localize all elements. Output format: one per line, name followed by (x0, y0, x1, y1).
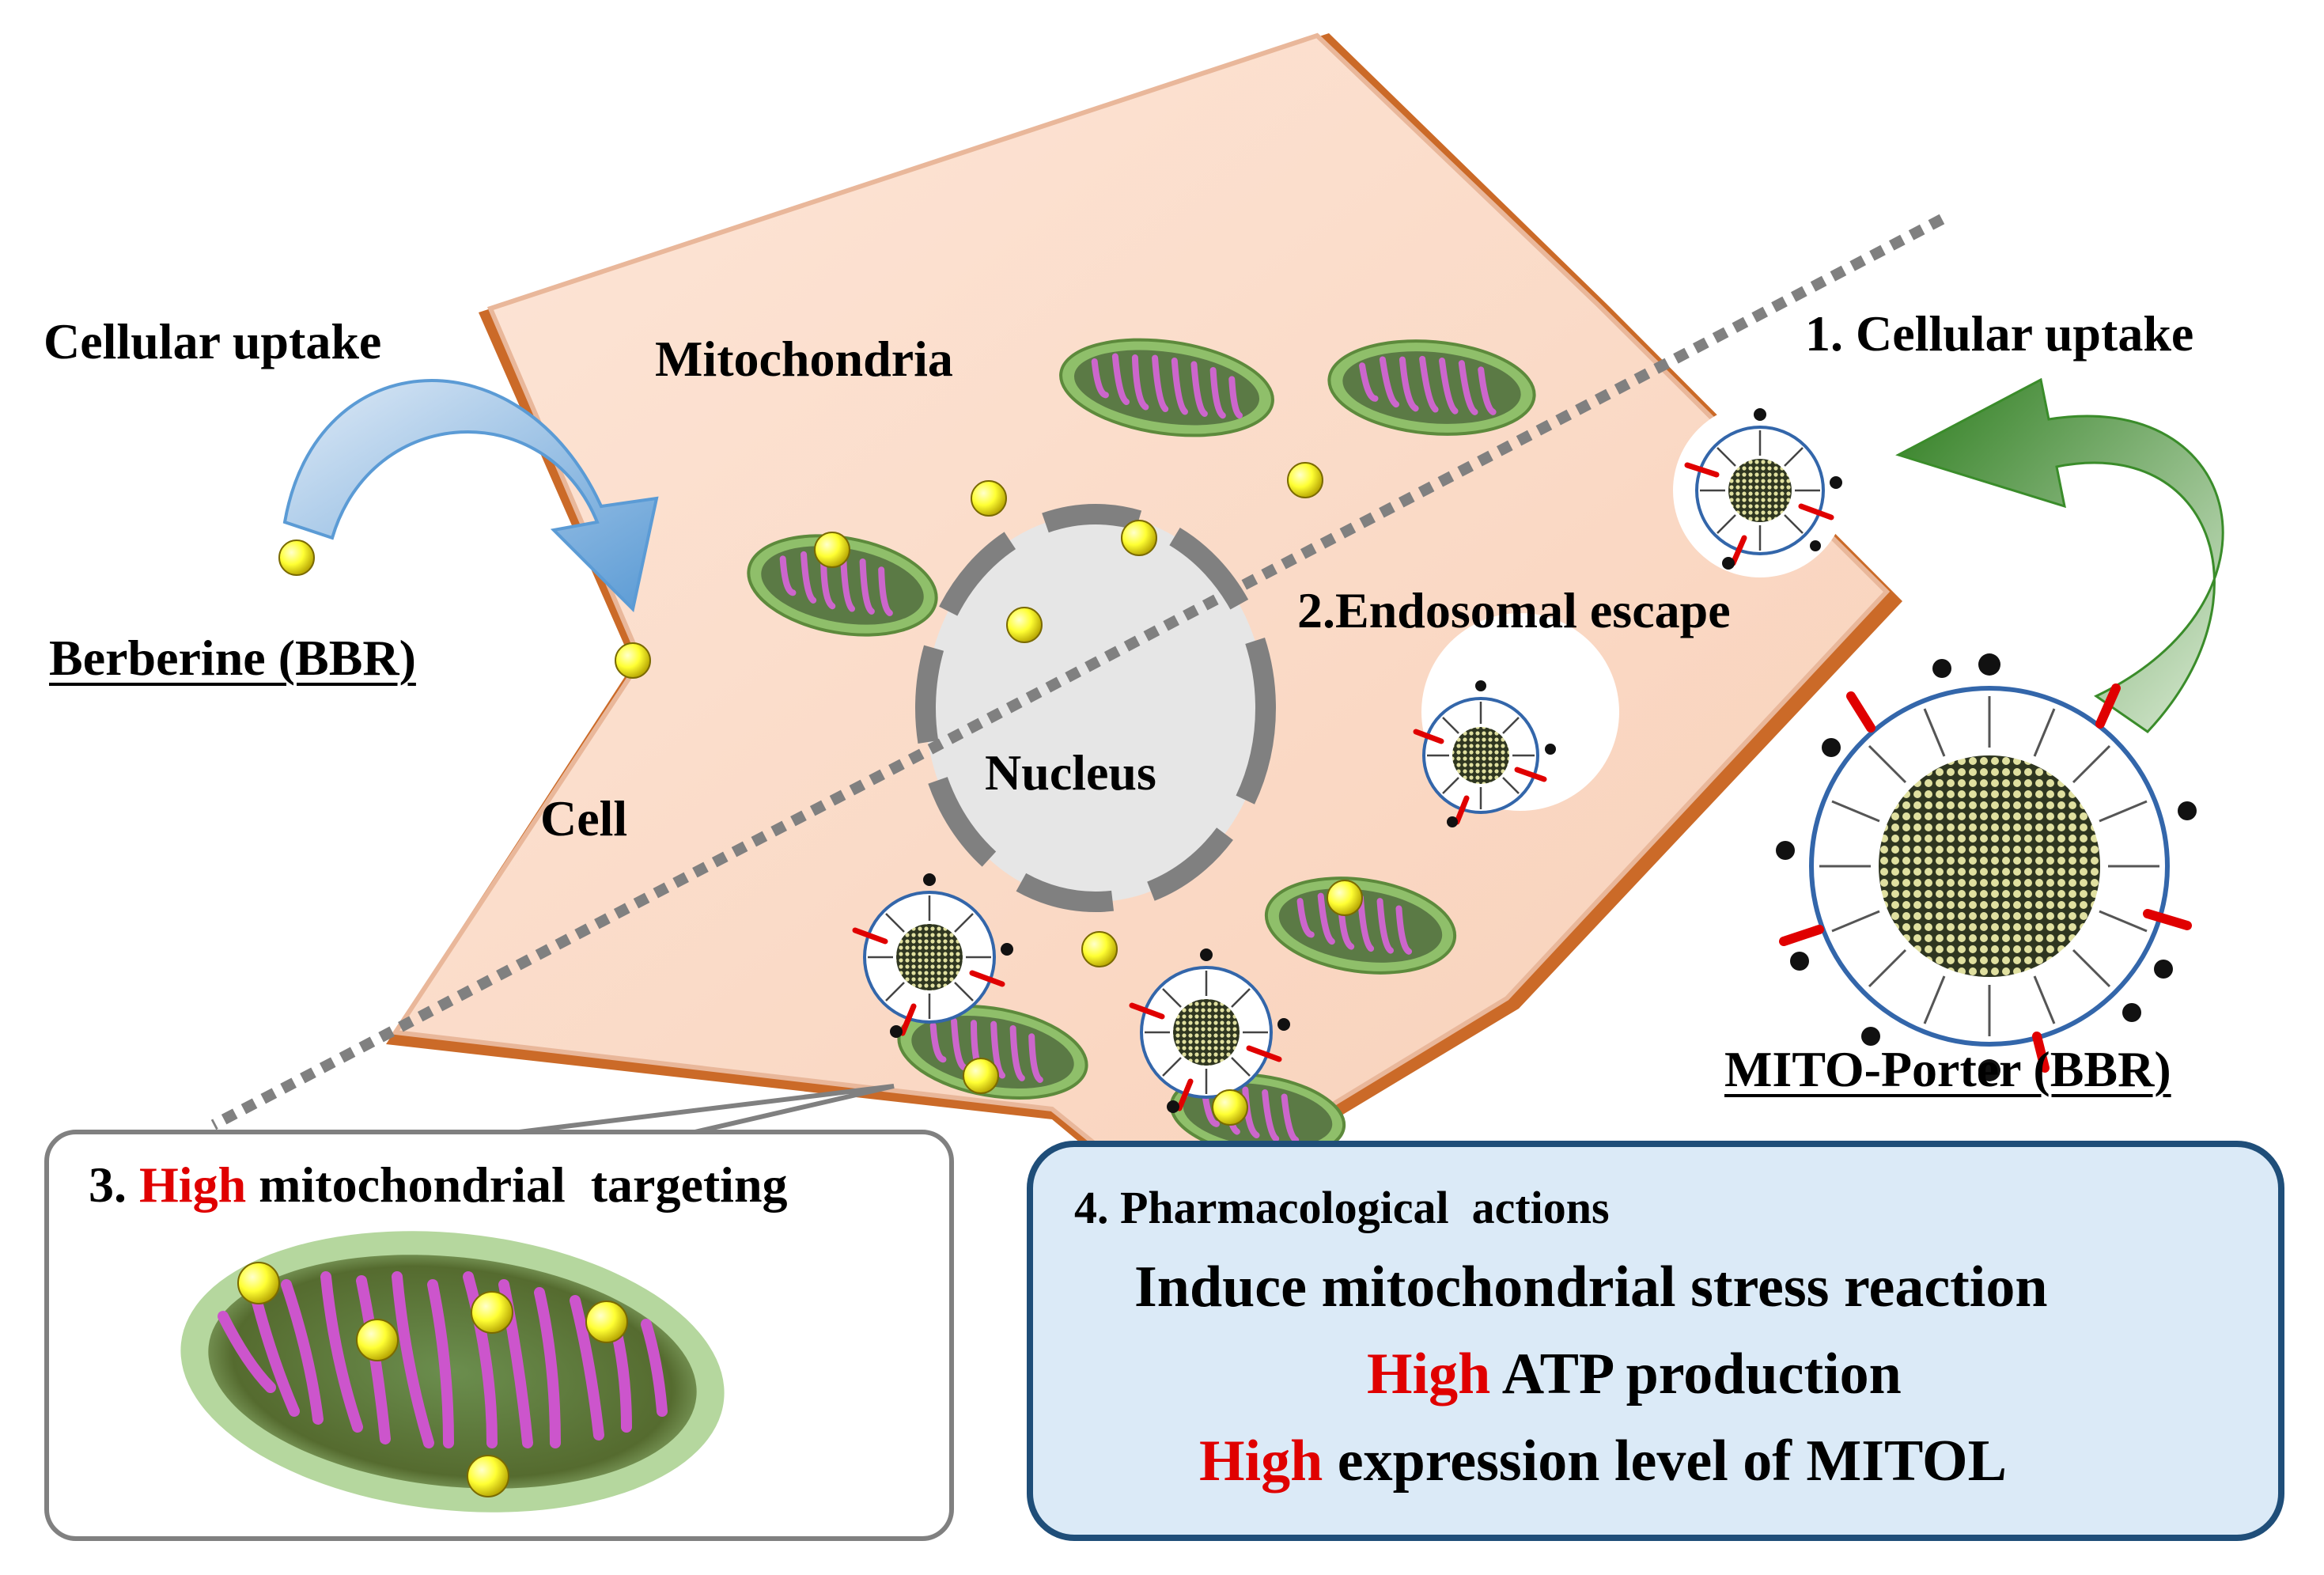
mitochondrion-icon (1264, 876, 1457, 975)
mitochondrion-icon (1059, 338, 1274, 437)
uptake-arrow-green (1895, 377, 2224, 733)
mitochondrion-icon (1327, 339, 1536, 436)
box4-line3: High expression level of MITOL (1199, 1432, 2007, 1490)
mito-porter-large-icon (1776, 653, 2197, 1081)
mito-porter-icon (1413, 680, 1556, 827)
box3-heading: 3. High mitochondrial targeting (89, 1160, 788, 1210)
box3-highlight: High (139, 1157, 247, 1213)
box4-line1: Induce mitochondrial stress reaction (1134, 1255, 2048, 1319)
box4-title: 4. Pharmacological actions (1074, 1182, 1610, 1233)
mitochondrion-icon (747, 534, 938, 637)
box3-prefix: 3. (89, 1157, 139, 1213)
box4-line2-highlight: High (1367, 1342, 1491, 1407)
mitochondrion-large-icon (180, 1231, 725, 1513)
label-berberine: Berberine (BBR) (49, 630, 416, 686)
uptake-arrow-blue (282, 379, 659, 613)
mito-porter-icon (1129, 948, 1290, 1113)
mitochondrion-icon (897, 1004, 1088, 1100)
box4-line2-rest: ATP production (1490, 1342, 1902, 1407)
label-cell: Cell (540, 790, 628, 846)
box4-line3-highlight: High (1199, 1429, 1323, 1494)
bbr-molecule-icon (278, 462, 1363, 1126)
dotted-divider (210, 214, 1945, 1130)
box4-line3-rest: expression level of MITOL (1323, 1429, 2007, 1494)
callout-box-targeting: 3. High mitochondrial targeting (44, 1130, 954, 1541)
label-mitochondria: Mitochondria (655, 331, 953, 387)
label-step1-cellular-uptake: 1. Cellular uptake (1805, 305, 2194, 362)
label-mito-porter: MITO-Porter (BBR) (1724, 1041, 2171, 1097)
box3-suffix: mitochondrial targeting (246, 1157, 788, 1213)
callout-box-pharmacological: 4. Pharmacological actions Induce mitoch… (1027, 1141, 2284, 1541)
label-cellular-uptake-left: Cellular uptake (44, 313, 382, 369)
box4-line2: High ATP production (1367, 1345, 1902, 1403)
nucleus (915, 504, 1276, 912)
mito-porter-icon (1684, 408, 1842, 570)
callout-pointer (505, 1084, 895, 1136)
label-nucleus: Nucleus (985, 744, 1156, 801)
label-step2-endosomal-escape: 2.Endosomal escape (1297, 582, 1731, 638)
mito-porter-icon (852, 873, 1013, 1038)
